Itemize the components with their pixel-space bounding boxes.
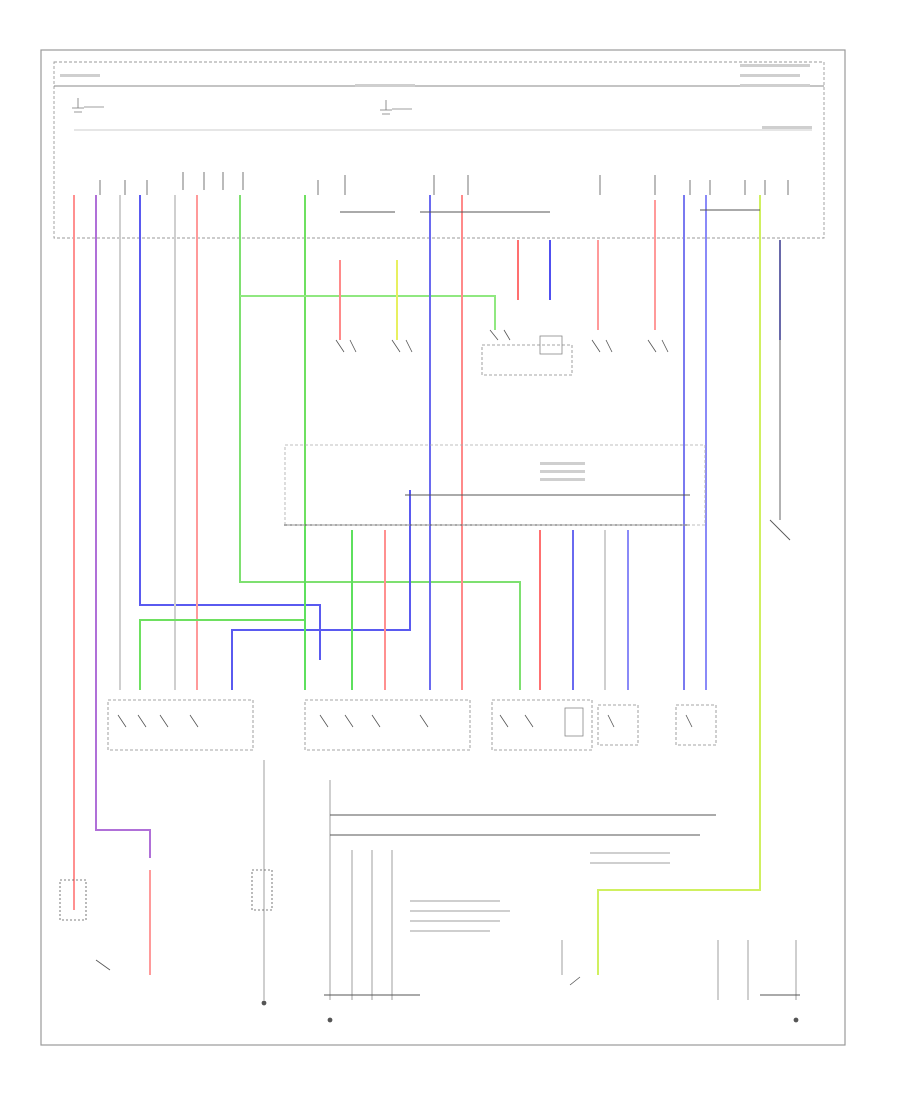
diagram-border — [40, 49, 846, 1046]
wire-green-left — [239, 195, 521, 690]
junction-block — [53, 61, 825, 239]
bus-lines — [284, 209, 800, 996]
main-module — [284, 444, 706, 526]
wire-yellowgreen — [597, 195, 761, 975]
wire-violet — [95, 195, 151, 858]
legend-block — [410, 852, 670, 932]
connector-pins — [99, 172, 789, 195]
switch-symbols — [59, 329, 799, 1023]
switch-boxes — [107, 335, 717, 751]
wire-blue-left — [139, 195, 321, 660]
wiring — [73, 195, 797, 1000]
